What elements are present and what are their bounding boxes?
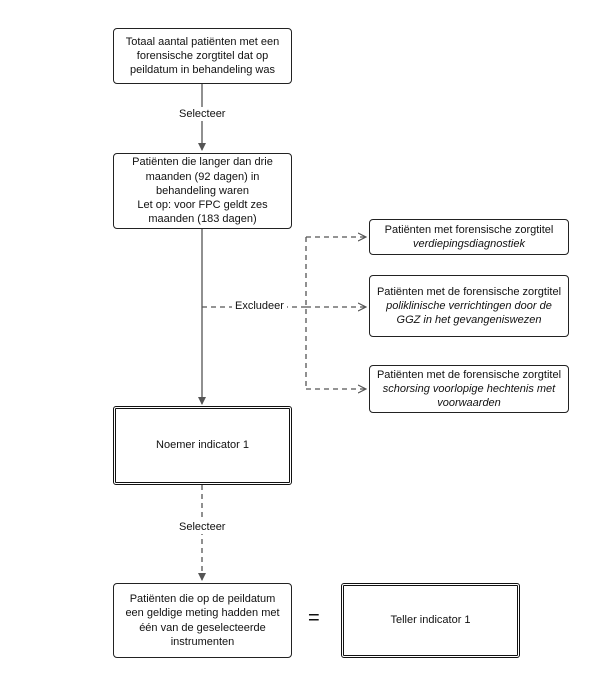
label-selecteer-2: Selecteer bbox=[176, 520, 229, 534]
box-teller-indicator: Teller indicator 1 bbox=[341, 583, 520, 658]
label-selecteer-1: Selecteer bbox=[176, 107, 229, 121]
meting-text: Patiënten die op de peildatum een geldig… bbox=[125, 592, 280, 648]
teller-text: Teller indicator 1 bbox=[390, 614, 471, 627]
excl3-text: Patiënten met de forensische zorgtitel bbox=[376, 368, 562, 381]
box-longer-note: Let op: voor FPC geldt zes maanden (183 … bbox=[137, 199, 268, 226]
box-total-patients-text: Totaal aantal patiënten met een forensis… bbox=[125, 35, 280, 77]
excl1-italic: verdiepingsdiagnostiek bbox=[413, 238, 525, 250]
box-exclusion-verdiepingsdiagnostiek: Patiënten met forensische zorgtitel verd… bbox=[369, 219, 569, 255]
box-noemer-indicator: Noemer indicator 1 bbox=[113, 406, 292, 485]
excl3-italic: schorsing voorlopige hechtenis met voorw… bbox=[382, 382, 556, 410]
box-longer-than-three-months: Patiënten die langer dan drie maanden (9… bbox=[113, 153, 292, 229]
excl1-text: Patiënten met forensische zorgtitel bbox=[384, 223, 554, 236]
equals-sign: = bbox=[308, 607, 320, 629]
box-geldige-meting: Patiënten die op de peildatum een geldig… bbox=[113, 583, 292, 658]
box-exclusion-schorsing: Patiënten met de forensische zorgtitel s… bbox=[369, 365, 569, 413]
box-total-patients: Totaal aantal patiënten met een forensis… bbox=[113, 28, 292, 84]
label-excludeer: Excludeer bbox=[232, 299, 287, 313]
excl2-italic: poliklinische verrichtingen door de GGZ … bbox=[386, 299, 552, 327]
excl2-text: Patiënten met de forensische zorgtitel bbox=[376, 285, 562, 298]
noemer-text: Noemer indicator 1 bbox=[156, 439, 249, 452]
box-longer-text: Patiënten die langer dan drie maanden (9… bbox=[132, 156, 273, 197]
box-exclusion-poliklinische: Patiënten met de forensische zorgtitel p… bbox=[369, 275, 569, 337]
